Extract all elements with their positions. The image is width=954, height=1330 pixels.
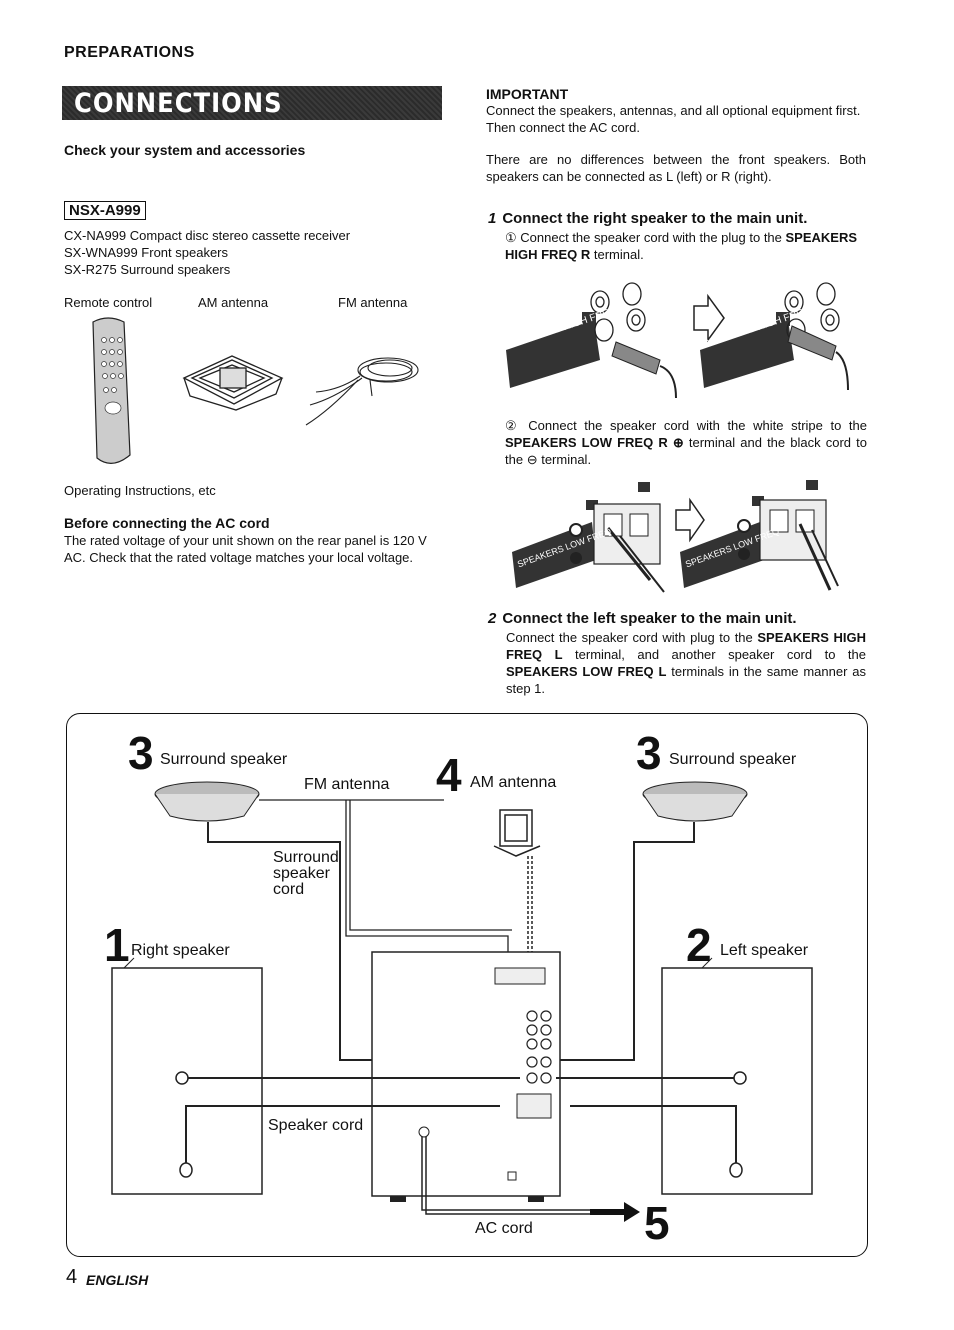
left-speaker-number: 2 bbox=[686, 919, 712, 971]
ac-text: The rated voltage of your unit shown on … bbox=[64, 533, 427, 565]
step-1-sub-1-text-bold: SPEAKERS HIGH FREQ R bbox=[505, 230, 858, 262]
step-1-title: Connect the right speaker to the main un… bbox=[502, 210, 808, 227]
remote-control-icon bbox=[92, 317, 131, 464]
page-title: CONNECTIONS bbox=[74, 88, 283, 119]
front-speaker-note: There are no differences between the fro… bbox=[486, 152, 866, 184]
component-3: SX-R275 Surround speakers bbox=[64, 262, 231, 277]
left-speaker-label: Left speaker bbox=[720, 942, 809, 959]
footer-language: ENGLISH bbox=[86, 1272, 149, 1288]
am-antenna-label: AM antenna bbox=[470, 774, 557, 791]
step-1-sub-1-marker: ① bbox=[505, 230, 517, 245]
ac-heading: Before connecting the AC cord bbox=[64, 515, 270, 531]
remote-label: Remote control bbox=[64, 295, 153, 310]
am-antenna-icon bbox=[182, 355, 284, 411]
surround-right-label: Surround speaker bbox=[669, 751, 797, 768]
fm-label: FM antenna bbox=[338, 295, 408, 310]
step-2-text-post: terminals in the same manner as step 1. bbox=[506, 664, 866, 696]
step-1-number: 1 bbox=[488, 210, 497, 227]
step-1-sub-2-text-mid: terminal and the black cord to the bbox=[505, 435, 867, 467]
step-2-text: Connect the speaker cord with plug to th… bbox=[506, 629, 866, 697]
connection-diagram-frame bbox=[66, 713, 868, 1257]
important-line-1: Connect the speakers, antennas, and all … bbox=[486, 103, 861, 118]
step-1-sub-1: ① Connect the speaker cord with the plug… bbox=[505, 229, 867, 263]
step-1-sub-1-text-pre: Connect the speaker cord with the plug t… bbox=[520, 230, 782, 245]
low-freq-panel-label-right: SPEAKERS LOW FREQ bbox=[684, 526, 781, 570]
important-heading: IMPORTANT bbox=[486, 86, 569, 102]
speaker-cord-label: Speaker cord bbox=[268, 1117, 364, 1134]
operating-instructions: Operating Instructions, etc bbox=[64, 483, 216, 498]
ac-step-number: 5 bbox=[644, 1197, 670, 1249]
page-number: 4 bbox=[66, 1266, 78, 1288]
surround-cord-line-2: speaker bbox=[273, 865, 330, 882]
ac-cord-label: AC cord bbox=[475, 1220, 533, 1237]
step-arrow-2 bbox=[675, 497, 705, 543]
surround-cord-line-1: Surround bbox=[273, 849, 339, 866]
step-1-sub-2-text-bold: SPEAKERS LOW FREQ R ⊕ bbox=[505, 435, 684, 450]
surround-cord-label: Surround speaker cord bbox=[273, 850, 339, 898]
high-freq-panel-label-right: SPEAKERS HIGH FREQ bbox=[702, 305, 813, 351]
surround-left-label: Surround speaker bbox=[160, 751, 288, 768]
step-1-sub-2: ② Connect the speaker cord with the whit… bbox=[505, 417, 867, 468]
step-2-text-pre: Connect the speaker cord with plug to th… bbox=[506, 630, 753, 645]
check-heading: Check your system and accessories bbox=[64, 142, 306, 158]
model-box: NSX-A999 bbox=[64, 201, 146, 220]
step-2-text-bold-1: SPEAKERS HIGH FREQ L bbox=[506, 630, 866, 662]
step-2-text-mid: terminal, and another speaker cord to th… bbox=[575, 647, 866, 662]
step-2-text-bold-2: SPEAKERS LOW FREQ L bbox=[506, 664, 667, 679]
am-label: AM antenna bbox=[198, 295, 269, 310]
step-1-sub-2-text-pre: Connect the speaker cord with the white … bbox=[528, 418, 867, 433]
low-freq-panel-label-left: SPEAKERS LOW FREQ bbox=[516, 526, 613, 570]
high-freq-panel-label-left: SPEAKERS HIGH FREQ bbox=[508, 305, 619, 351]
am-antenna-number: 4 bbox=[436, 749, 462, 801]
surround-left-number: 3 bbox=[128, 727, 154, 779]
step-2-title: Connect the left speaker to the main uni… bbox=[502, 610, 797, 627]
important-line-2: Then connect the AC cord. bbox=[486, 120, 640, 135]
page-title-bar: CONNECTIONS bbox=[62, 86, 442, 120]
step-2-heading: 2 Connect the left speaker to the main un… bbox=[488, 610, 797, 627]
step-2-number: 2 bbox=[488, 610, 497, 627]
section-label: PREPARATIONS bbox=[64, 44, 195, 61]
fm-antenna-label: FM antenna bbox=[304, 776, 390, 793]
surround-right-number: 3 bbox=[636, 727, 662, 779]
step-1-heading: 1 Connect the right speaker to the main u… bbox=[488, 210, 807, 227]
step-1-sub-2-text-post: ⊖ terminal. bbox=[526, 452, 592, 467]
step-1-sub-2-marker: ② bbox=[505, 418, 521, 433]
surround-cord-line-3: cord bbox=[273, 881, 305, 898]
right-speaker-number: 1 bbox=[104, 919, 130, 971]
fm-antenna-icon bbox=[305, 357, 419, 426]
step-1-sub-1-text-post: terminal. bbox=[593, 247, 644, 262]
component-2: SX-WNA999 Front speakers bbox=[64, 245, 229, 260]
component-1: CX-NA999 Compact disc stereo cassette re… bbox=[64, 228, 351, 243]
right-speaker-label: Right speaker bbox=[131, 942, 230, 959]
